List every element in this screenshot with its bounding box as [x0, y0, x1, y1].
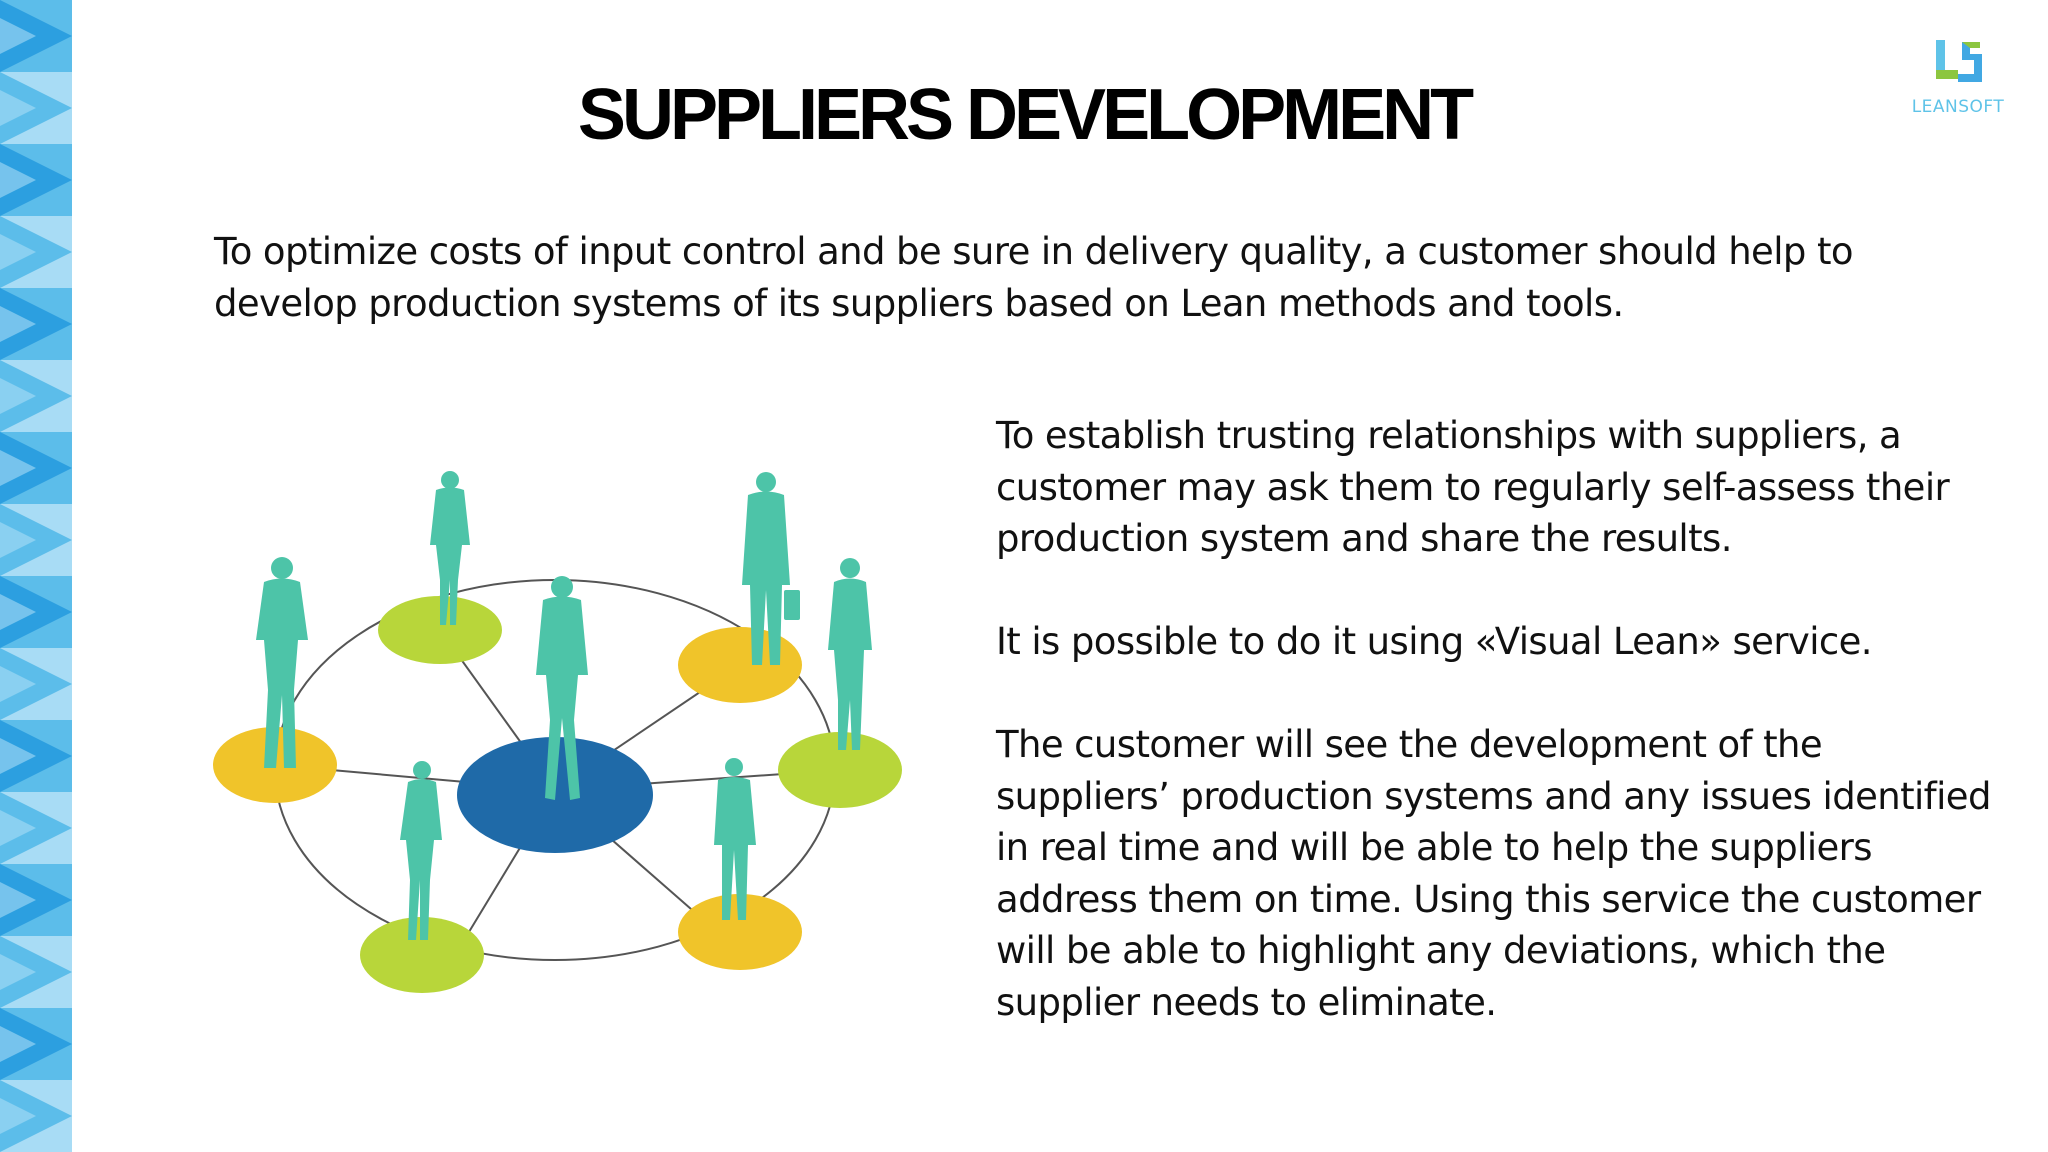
- logo-text: LEANSOFT: [1911, 97, 2005, 117]
- paragraph-self-assessment: To establish trusting relationships with…: [996, 414, 1950, 560]
- leansoft-logo-icon: [1936, 40, 1982, 82]
- decorative-side-strip: [0, 0, 72, 1152]
- supplier-node-top-left: [378, 596, 502, 664]
- supplier-network-illustration: [213, 471, 902, 993]
- person-figure-right: [828, 558, 872, 750]
- supplier-node-bottom-left: [360, 917, 484, 993]
- person-figure-top-left: [430, 471, 470, 625]
- body-text: To establish trusting relationships with…: [996, 410, 2006, 1080]
- person-figure-center: [536, 576, 588, 800]
- paragraph-customer-benefits: The customer will see the development of…: [996, 723, 1991, 1024]
- person-figure-left: [256, 557, 308, 768]
- intro-paragraph: To optimize costs of input control and b…: [214, 230, 1853, 325]
- person-figure-top-right: [742, 472, 800, 665]
- supplier-node-bottom-right: [678, 894, 802, 970]
- slide-title: SUPPLIERS DEVELOPMENT: [577, 75, 1474, 155]
- paragraph-visual-lean: It is possible to do it using «Visual Le…: [996, 620, 1873, 663]
- supplier-node-top-right: [678, 627, 802, 703]
- leansoft-logo: LEANSOFT: [1898, 34, 2018, 124]
- supplier-node-right: [778, 732, 902, 808]
- person-figure-bottom-right: [714, 758, 756, 920]
- person-figure-bottom-left: [400, 761, 442, 940]
